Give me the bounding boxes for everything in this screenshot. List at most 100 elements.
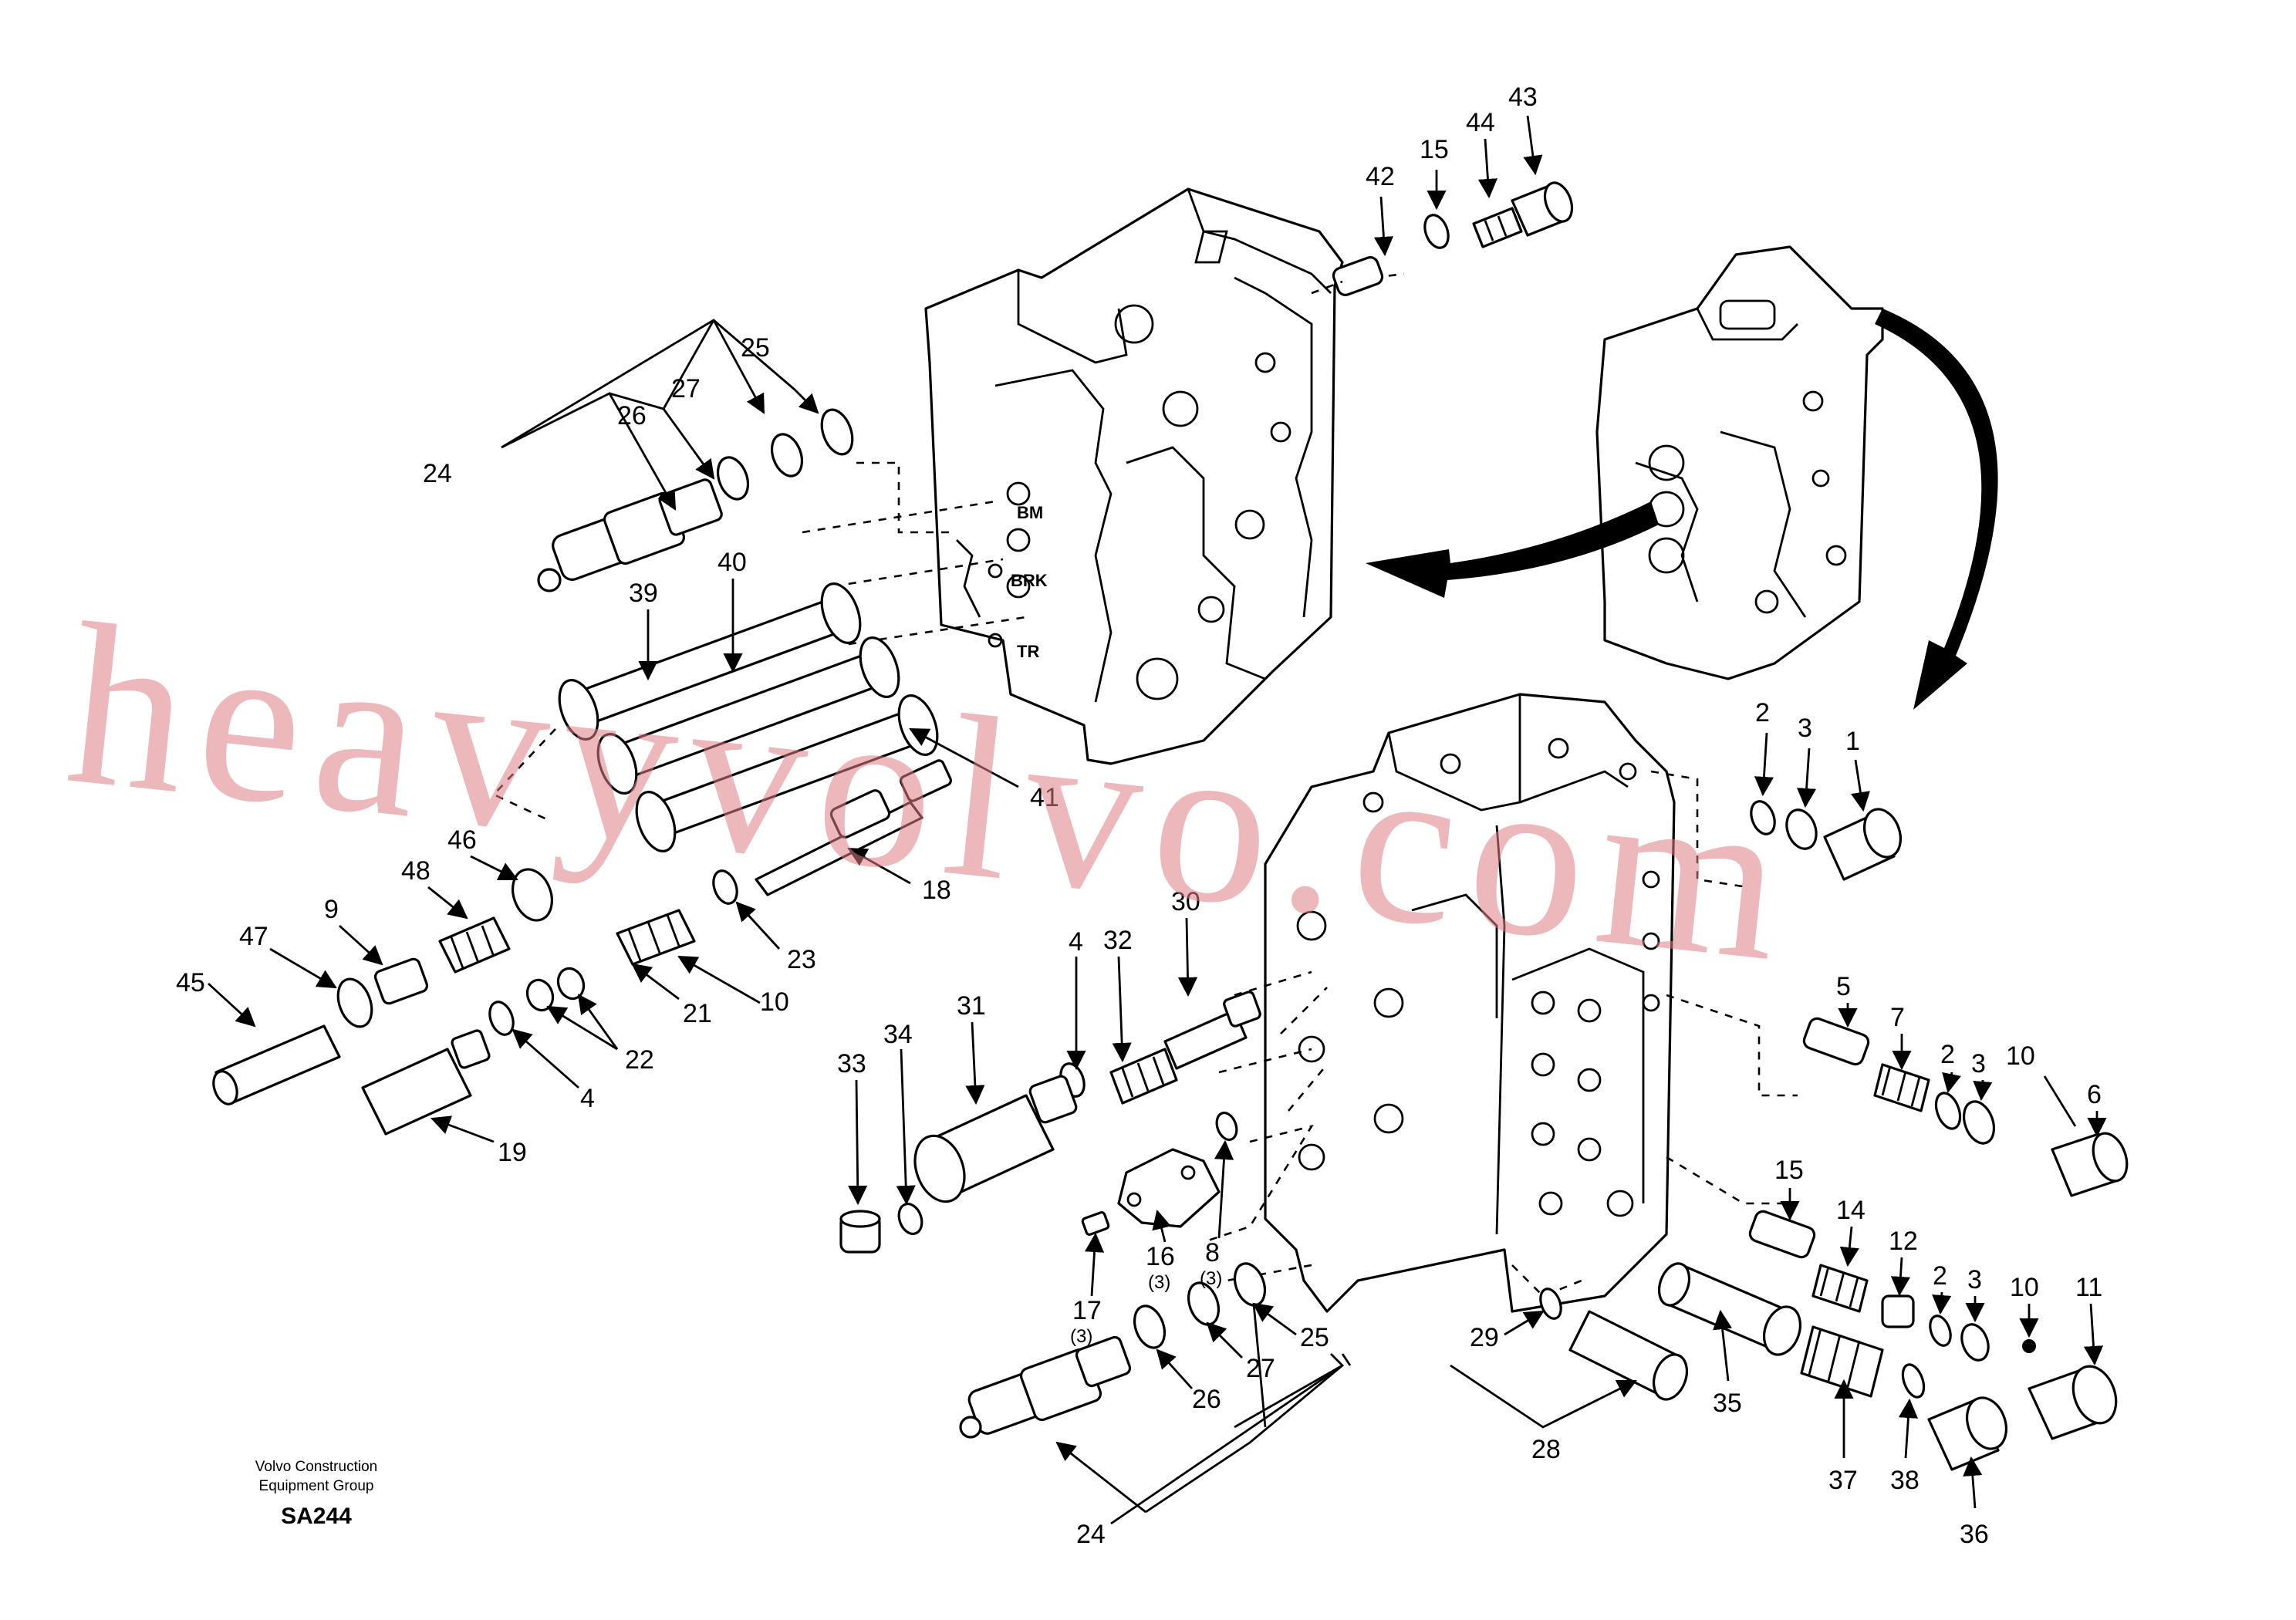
label-3-top: 3 (1798, 714, 1812, 743)
nut-22b (556, 967, 586, 1001)
spool-35 (1657, 1262, 1801, 1356)
lower-left-parts (839, 991, 1261, 1254)
label-26-lower: 26 (1192, 1385, 1221, 1414)
label-8: 8 (1205, 1238, 1220, 1267)
qty-16: (3) (1148, 1272, 1170, 1293)
spring-32 (1109, 1048, 1178, 1105)
label-25-top: 25 (741, 333, 770, 363)
label-27-top: 27 (671, 374, 701, 403)
oring-25-top (820, 408, 854, 456)
backup-3-mid (1962, 1100, 1996, 1145)
oring-2-top (1750, 800, 1776, 835)
label-45: 45 (176, 968, 205, 997)
label-21: 21 (683, 999, 712, 1028)
label-7: 7 (1890, 1003, 1905, 1032)
label-27-lower: 27 (1246, 1354, 1275, 1383)
oring-15-top (1423, 214, 1450, 249)
drawing-credit: Volvo Construction Equipment Group SA244 (255, 1459, 377, 1529)
spring-48 (438, 916, 511, 974)
label-33: 33 (837, 1049, 866, 1078)
qty-17: (3) (1070, 1326, 1092, 1347)
flange-16 (1117, 1148, 1221, 1228)
plug-28 (1568, 1310, 1689, 1401)
credit-line-1: Volvo Construction (255, 1459, 377, 1475)
port-label-brk: BRK (1011, 571, 1048, 590)
backup-3-top (1785, 808, 1818, 850)
spool-30 (1163, 991, 1261, 1070)
label-10-low: 10 (2010, 1273, 2039, 1302)
label-24-top: 24 (423, 459, 452, 488)
label-1: 1 (1845, 727, 1860, 756)
label-46: 46 (447, 825, 477, 855)
nut-22a (525, 978, 555, 1012)
label-11: 11 (2075, 1273, 2102, 1302)
label-15-lower: 15 (1774, 1156, 1804, 1185)
spring-14 (1811, 1264, 1869, 1313)
label-6: 6 (2087, 1080, 2102, 1109)
spool-40 (596, 636, 900, 795)
reference-valve-body (1595, 245, 1884, 680)
label-17: 17 (1072, 1296, 1102, 1325)
washer-47 (336, 977, 373, 1028)
spool-39 (558, 582, 862, 741)
piston-42 (1332, 256, 1384, 296)
label-42: 42 (1366, 162, 1395, 191)
watermark-text: heavyvolvo.com (58, 575, 1806, 1011)
label-4-lower: 4 (1069, 927, 1083, 957)
backup-3-low (1960, 1323, 1990, 1362)
label-10-mid: 10 (2006, 1041, 2035, 1071)
label-34: 34 (883, 1020, 913, 1049)
plug-6 (2051, 1132, 2129, 1197)
alignment-lines (491, 272, 1798, 1298)
spool-41 (635, 694, 939, 852)
spring-37 (1800, 1325, 1884, 1398)
label-32: 32 (1103, 926, 1133, 955)
label-12: 12 (1889, 1227, 1918, 1256)
oring-8 (1215, 1111, 1238, 1142)
spacer-12 (1881, 1294, 1915, 1328)
label-28: 28 (1531, 1435, 1561, 1464)
top-small-parts (1311, 181, 1574, 296)
label-36: 36 (1960, 1520, 1989, 1549)
label-15-top: 15 (1420, 135, 1449, 164)
label-31: 31 (957, 991, 986, 1021)
spring-20 (616, 909, 696, 966)
cap-36 (1927, 1396, 2007, 1471)
label-2-low: 2 (1933, 1261, 1947, 1291)
spring-seat-46 (512, 868, 553, 922)
relief-valve-top (537, 478, 723, 592)
label-47: 47 (239, 922, 268, 951)
label-43: 43 (1508, 83, 1538, 112)
poppet-5 (1802, 1017, 1870, 1066)
label-3-low: 3 (1967, 1265, 1982, 1294)
backup-ring-27-top (770, 433, 804, 478)
label-41: 41 (1030, 783, 1059, 812)
lower-right-parts (1539, 800, 2129, 1471)
label-37: 37 (1828, 1466, 1858, 1495)
poppet-15 (1748, 1210, 1816, 1259)
leader-lines (208, 115, 2107, 1525)
drawing-code: SA244 (281, 1504, 352, 1529)
port-label-tr: TR (1017, 642, 1039, 661)
qty-8: (3) (1200, 1268, 1222, 1289)
label-2-top: 2 (1755, 698, 1770, 727)
label-38: 38 (1890, 1466, 1920, 1495)
label-20: 10 (760, 987, 789, 1017)
oring-23 (712, 869, 738, 905)
label-2-mid: 2 (1940, 1040, 1955, 1069)
part-labels: 24 26 27 25 42 15 44 43 39 40 41 18 23 4… (176, 83, 2102, 1549)
spool-18 (755, 759, 953, 896)
label-24-lower: 24 (1076, 1520, 1106, 1549)
credit-line-2: Equipment Group (259, 1478, 374, 1494)
view-indicator-arrows (1366, 309, 1998, 710)
lower-valve-body (1264, 693, 1676, 1313)
label-30: 30 (1171, 887, 1200, 916)
upper-valve-body: BM BRK TR (924, 187, 1344, 765)
label-26-top: 26 (617, 401, 647, 430)
plug-43 (1511, 181, 1574, 237)
oring-2-low (1929, 1315, 1952, 1347)
spring-44 (1472, 207, 1523, 248)
plug-19 (361, 1029, 491, 1136)
plug-33 (839, 1210, 881, 1254)
spring-7 (1873, 1063, 1930, 1112)
